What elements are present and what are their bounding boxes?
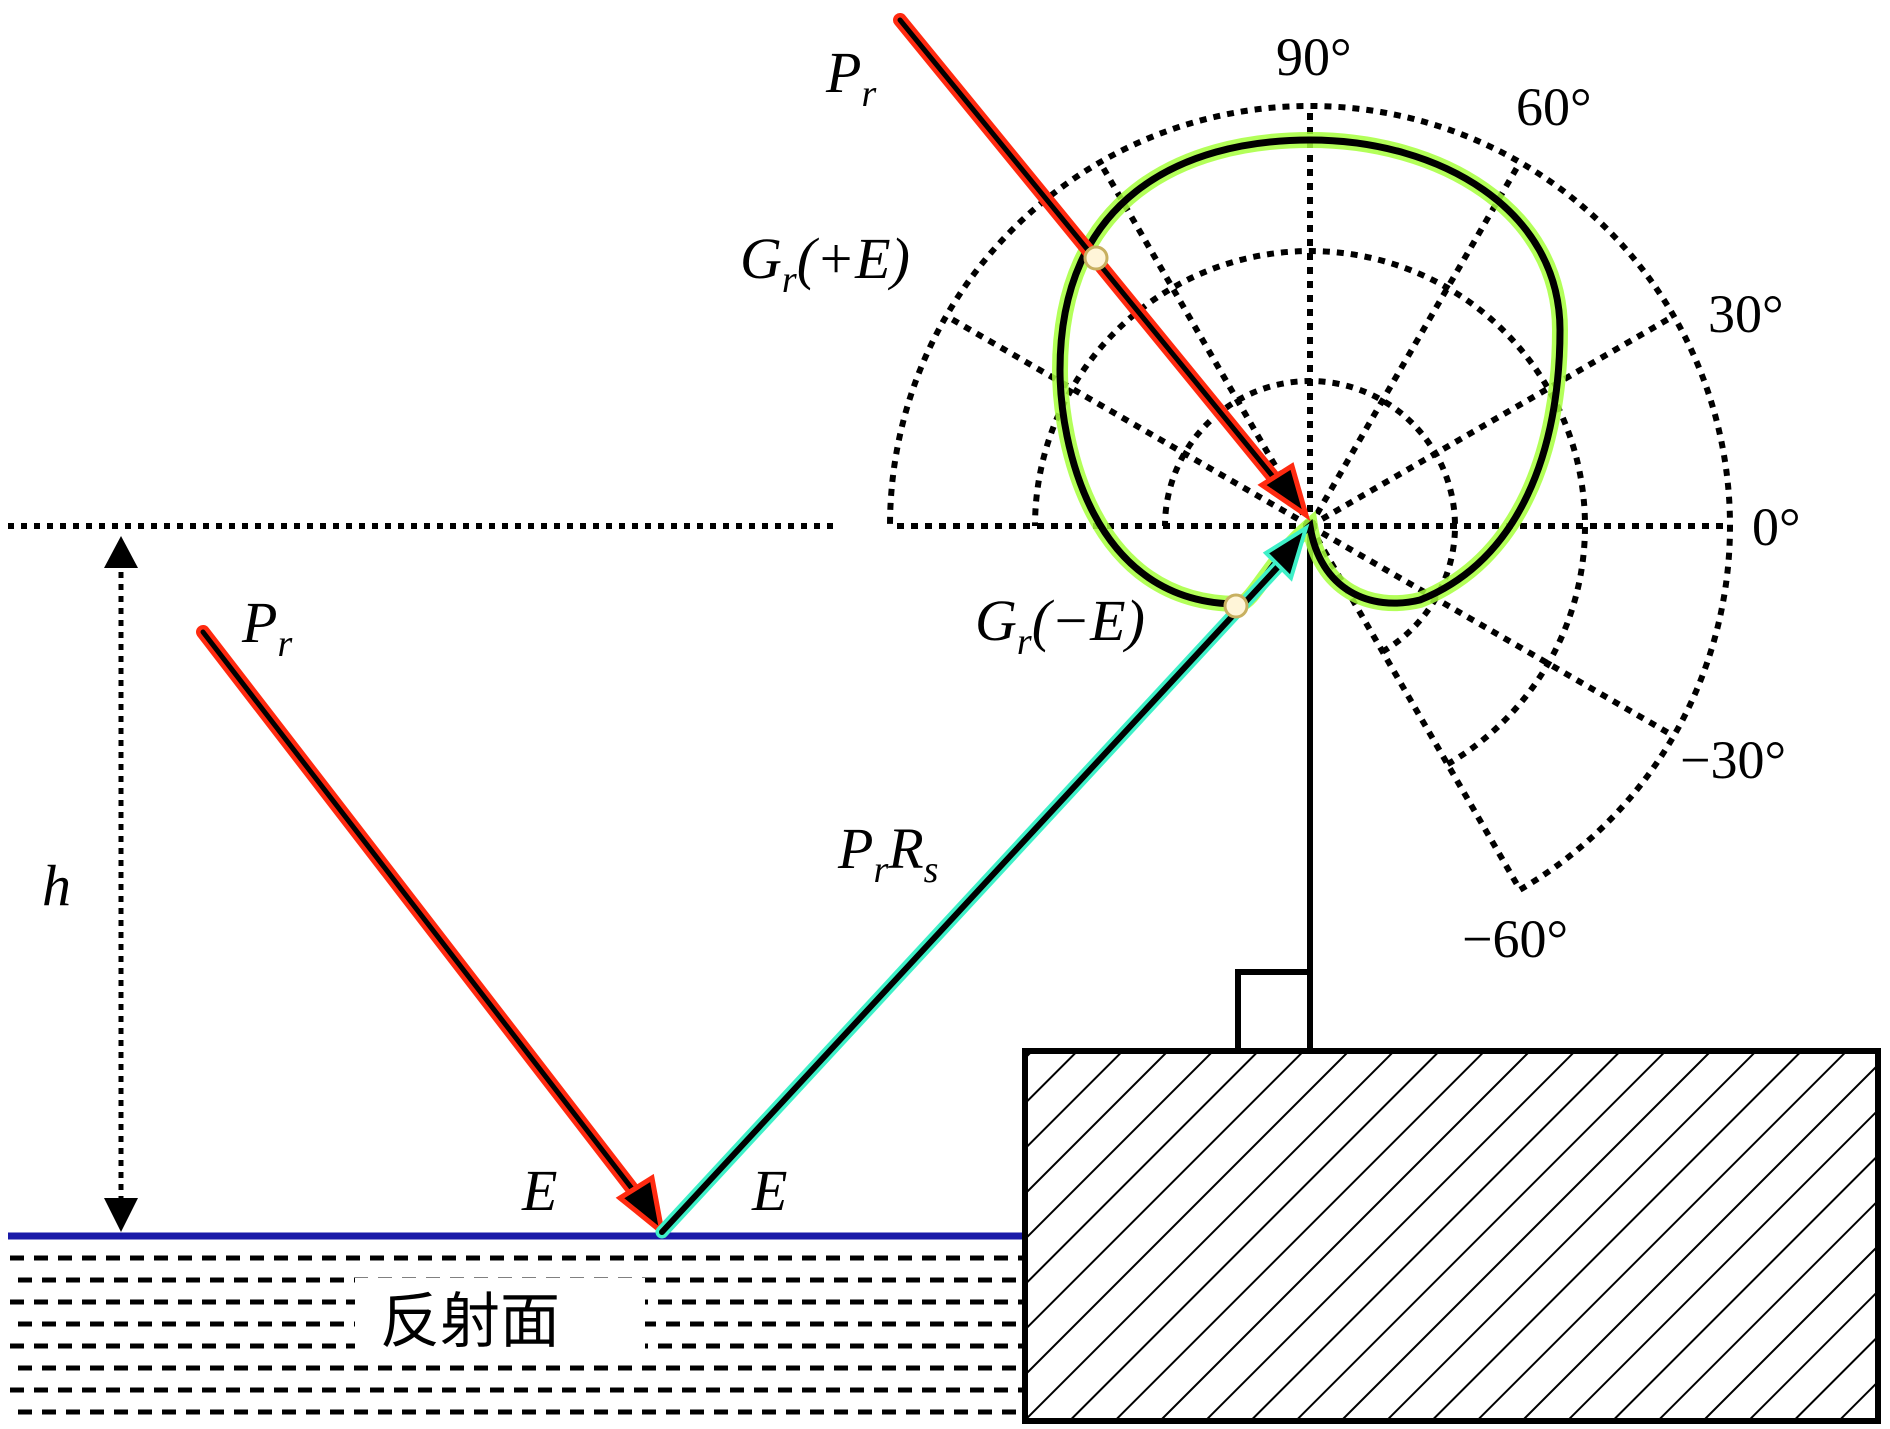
right-angle-marker <box>1235 969 1310 1051</box>
label-gr-plus-e: Gr(+E) <box>740 226 910 301</box>
polar-grid-spoke <box>1308 313 1676 529</box>
label-pr-rs: PrRs <box>837 816 938 891</box>
building-block <box>1022 1048 1881 1424</box>
polar-grid-ring-3 <box>887 102 1733 893</box>
direct-ray-arrowhead <box>1257 462 1311 521</box>
incident-ray-to-surface <box>196 625 666 1239</box>
height-arrowhead-down <box>104 1198 138 1232</box>
label-gr-minus-e: Gr(−E) <box>975 588 1145 663</box>
polar-grid-spoke <box>944 313 1312 529</box>
reflected-ray-arrowhead <box>1262 523 1310 582</box>
angle-label-90: 90° <box>1276 27 1352 87</box>
label-pr-direct: Pr <box>825 40 876 115</box>
surface-ray-arrowhead <box>615 1173 666 1239</box>
label-angle-reflected: E <box>751 1158 787 1223</box>
label-reflecting-surface: 反射面 <box>380 1287 560 1357</box>
angle-label-minus-30: −30° <box>1680 730 1786 790</box>
angle-label-minus-60: −60° <box>1462 909 1568 969</box>
polar-grid-ring-2 <box>1032 248 1588 767</box>
angle-label-60: 60° <box>1516 77 1592 137</box>
reflected-ray <box>655 523 1310 1239</box>
height-dimension-arrow <box>104 536 138 1232</box>
angle-label-0: 0° <box>1752 497 1801 557</box>
label-pr-surface: Pr <box>241 590 292 665</box>
polar-grid-spoke <box>1307 160 1523 528</box>
label-angle-incident: E <box>521 1158 557 1223</box>
angle-label-30: 30° <box>1708 284 1784 344</box>
label-height: h <box>42 853 71 918</box>
polar-grid <box>887 102 1733 893</box>
gain-point-minus-e <box>1223 593 1249 619</box>
polar-grid-spoke <box>1097 160 1313 528</box>
surface-label-background <box>355 1278 645 1362</box>
gain-point-plus-e <box>1083 245 1109 271</box>
radiation-pattern <box>1056 136 1564 608</box>
height-arrowhead-up <box>104 536 138 568</box>
